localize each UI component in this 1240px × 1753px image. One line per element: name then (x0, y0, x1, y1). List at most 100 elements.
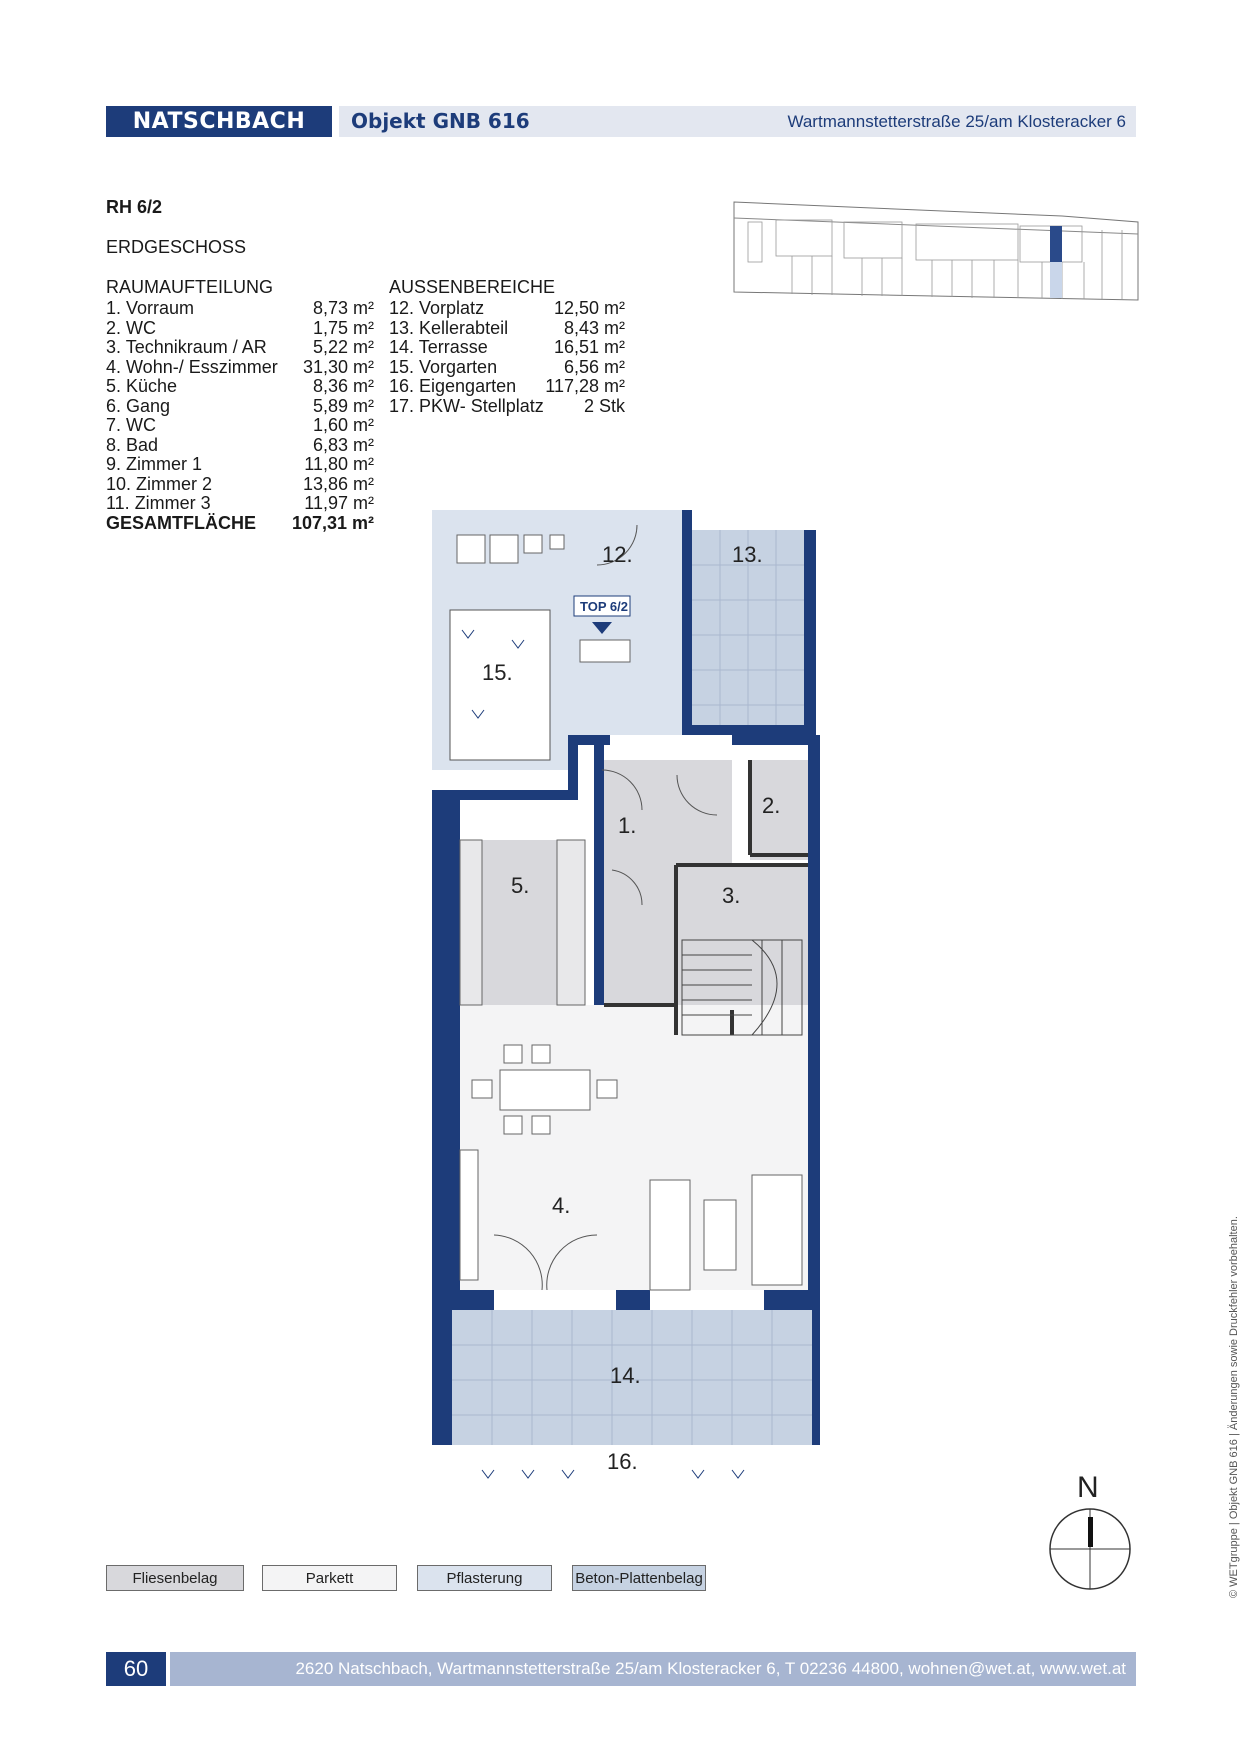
room-label: 1. Vorraum (106, 298, 195, 318)
grass-marks (461, 629, 745, 1479)
room-area: 11,80 m² (304, 454, 374, 474)
room-label: 6. Gang (106, 395, 171, 416)
room-row: 11. Zimmer 3 11,97 m² (106, 493, 374, 513)
room-row: 3. Technikraum / AR 5,22 m² (106, 337, 374, 357)
kitchen-island (556, 839, 586, 1006)
compass: N (1049, 1471, 1131, 1590)
interior-walls (604, 760, 808, 1035)
room-label: 8. Bad (106, 434, 159, 455)
outdoor-row: 12. Vorplatz 12,50 m² (389, 298, 625, 318)
label-15: 15. (482, 660, 513, 685)
outdoor-row: 17. PKW- Stellplatz 2 Stk (389, 396, 625, 416)
room-area: 31,30 m² (302, 356, 374, 377)
label-3: 3. (722, 883, 740, 908)
forecourt-area (572, 510, 682, 735)
outdoor-label: 15. Vorgarten (389, 356, 498, 377)
terrace-area (452, 1310, 812, 1445)
outdoor-area: 6,56 m² (563, 356, 625, 377)
room-label: 2. WC (106, 317, 157, 338)
header-address: Wartmannstetterstraße 25/am Klosteracker… (787, 112, 1126, 131)
outdoor-area: 8,43 m² (563, 317, 625, 338)
bins (456, 534, 565, 564)
compass-label: N (1077, 1471, 1099, 1504)
outdoor-label: 13. Kellerabteil (389, 317, 509, 338)
label-1: 1. (618, 813, 636, 838)
label-2: 2. (762, 793, 780, 818)
dining-table (471, 1044, 618, 1135)
unit-title: RH 6/2 (106, 197, 163, 217)
room-label: 3. Technikraum / AR (106, 337, 267, 357)
room-label: 10. Zimmer 2 (106, 473, 213, 494)
floor-name: ERDGESCHOSS (106, 237, 247, 257)
page-number: 60 (106, 1652, 166, 1686)
wc-floor (750, 760, 808, 860)
outdoor-row: 16. Eigengarten 117,28 m² (389, 376, 625, 396)
terrace-grid (452, 1310, 812, 1445)
outdoor-list: 12. Vorplatz 12,50 m² 13. Kellerabteil 8,4… (389, 298, 625, 416)
legend-paving: Pflasterung (417, 1565, 552, 1591)
label-13: 13. (732, 542, 763, 567)
header-city: NATSCHBACH (106, 106, 332, 137)
label-14: 14. (610, 1363, 641, 1388)
outdoor-area: 117,28 m² (545, 376, 625, 396)
north-needle (1088, 1517, 1093, 1547)
room-area: 5,89 m² (312, 395, 374, 416)
legend-concrete: Beton-Plattenbelag (572, 1565, 706, 1591)
room-label: 4. Wohn-/ Esszimmer (106, 356, 278, 377)
legend-tiles: Fliesenbelag (106, 1565, 244, 1591)
room-area: 1,75 m² (312, 317, 374, 338)
outdoor-heading: AUSSENBEREICHE (389, 277, 556, 297)
outdoor-label: 12. Vorplatz (389, 298, 485, 318)
room-area: 6,83 m² (312, 434, 374, 455)
legend-parquet: Parkett (262, 1565, 397, 1591)
total-label: GESAMTFLÄCHE (106, 512, 256, 533)
outdoor-row: 15. Vorgarten 6,56 m² (389, 357, 625, 377)
room-row: 9. Zimmer 1 11,80 m² (106, 454, 374, 474)
room-area: 11,97 m² (304, 493, 374, 513)
outdoor-area: 2 Stk (583, 395, 625, 416)
room-row: 2. WC 1,75 m² (106, 318, 374, 338)
room-row: 7. WC 1,60 m² (106, 415, 374, 435)
label-12: 12. (602, 542, 633, 567)
header-object: Objekt GNB 616 (351, 109, 530, 133)
room-area: 13,86 m² (302, 473, 374, 494)
entrance-arrow (592, 622, 612, 634)
total-row: GESAMTFLÄCHE 107,31 m² (106, 513, 374, 533)
outdoor-area: 16,51 m² (553, 337, 625, 357)
room-label: 7. WC (106, 415, 157, 435)
living-furniture (459, 1149, 803, 1291)
header-bar (339, 106, 1136, 137)
room-area: 1,60 m² (312, 415, 374, 435)
front-garden-area (449, 609, 551, 761)
floor-plan: 12. 13. 15. 1. 2. 3. 5. 4. 14. 16. TOP 6… (432, 510, 820, 1479)
label-16: 16. (607, 1449, 638, 1474)
room-label: 11. Zimmer 3 (106, 493, 211, 513)
rooms-heading: RAUMAUFTEILUNG (106, 277, 274, 297)
room-area: 5,22 m² (312, 337, 374, 357)
kitchen-counter (459, 839, 483, 1006)
room-row: 6. Gang 5,89 m² (106, 396, 374, 416)
footer-bar (170, 1652, 1136, 1686)
label-5: 5. (511, 873, 529, 898)
doormat (579, 639, 631, 663)
outdoor-row: 13. Kellerabteil 8,43 m² (389, 318, 625, 338)
copyright-note: © WETgruppe | Objekt GNB 616 | Änderunge… (1228, 1216, 1240, 1598)
total-area: 107,31 m² (291, 512, 374, 533)
room-label: 9. Zimmer 1 (106, 454, 203, 474)
room-row: 8. Bad 6,83 m² (106, 435, 374, 455)
outdoor-label: 14. Terrasse (389, 337, 488, 357)
outdoor-label: 17. PKW- Stellplatz (389, 395, 544, 416)
outdoor-label: 16. Eigengarten (389, 376, 517, 396)
door-swings (493, 524, 718, 1291)
outdoor-row: 14. Terrasse 16,51 m² (389, 337, 625, 357)
label-4: 4. (552, 1193, 570, 1218)
site-plan-thumbnail (733, 201, 1139, 301)
entrance-tag-box (573, 595, 631, 617)
entrance-tag: TOP 6/2 (580, 599, 628, 614)
outdoor-area: 12,50 m² (553, 298, 625, 318)
storage-grid (692, 530, 804, 735)
staircase (681, 939, 803, 1036)
